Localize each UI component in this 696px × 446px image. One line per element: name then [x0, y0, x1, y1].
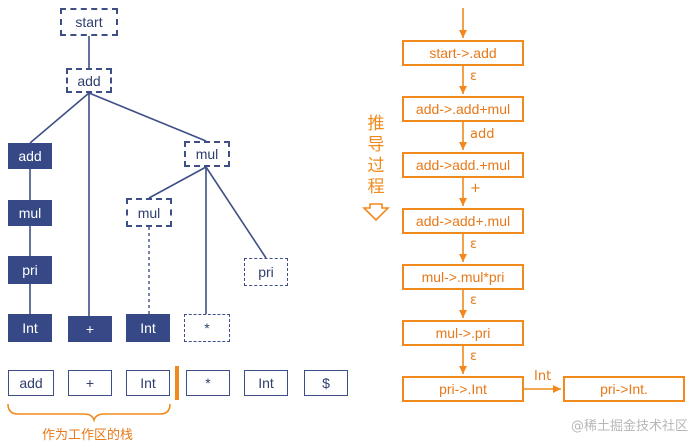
- edge-label: add: [470, 127, 495, 142]
- edge-label: Int: [534, 369, 552, 384]
- watermark: @稀土掘金技术社区: [570, 419, 688, 434]
- derivation-arrows: [459, 8, 561, 393]
- tree-node-add-left: add: [8, 143, 52, 169]
- stack-cell: Int: [244, 370, 288, 396]
- derivation-step: start->.add: [402, 40, 524, 66]
- tree-node-mul-right: mul: [184, 141, 230, 167]
- tree-node-pri-right: pri: [244, 258, 288, 286]
- stack-cell: add: [8, 370, 54, 396]
- tree-node-plus: +: [68, 316, 112, 342]
- parse-tree-edges: [29, 36, 267, 316]
- tree-node-pri-left: pri: [8, 256, 52, 284]
- edge-label: +: [470, 181, 481, 196]
- derivation-step: mul->.pri: [402, 320, 524, 346]
- derivation-step: mul->.mul*pri: [402, 264, 524, 290]
- derivation-step: add->add+.mul: [402, 208, 524, 234]
- stack-top-separator: [175, 366, 179, 400]
- tree-node-start: start: [60, 8, 118, 36]
- stack-bracket: [7, 403, 171, 423]
- derivation-step: pri->Int.: [563, 376, 685, 402]
- tree-node-int-mid: Int: [126, 314, 170, 342]
- tree-node-mul-mid: mul: [126, 198, 172, 227]
- tree-node-add-top: add: [66, 68, 112, 93]
- derivation-vertical-label: 推 导 过 程: [367, 114, 385, 197]
- edge-label: ε: [470, 237, 478, 252]
- stack-cell: Int: [126, 370, 170, 396]
- edge-label: ε: [470, 293, 478, 308]
- tree-node-star: *: [184, 314, 230, 342]
- derivation-step: pri->.Int: [402, 376, 524, 402]
- tree-node-int-left: Int: [8, 314, 52, 342]
- stack-caption: 作为工作区的栈: [42, 428, 134, 443]
- edge-label: ε: [470, 69, 478, 84]
- stack-cell: +: [68, 370, 112, 396]
- down-arrow-icon: [362, 203, 390, 222]
- stack-cell: *: [186, 370, 230, 396]
- tree-node-mul-left: mul: [8, 200, 52, 226]
- derivation-step: add->add.+mul: [402, 152, 524, 178]
- edge-label: ε: [470, 349, 478, 364]
- stack-cell: $: [304, 370, 348, 396]
- derivation-step: add->.add+mul: [402, 96, 524, 122]
